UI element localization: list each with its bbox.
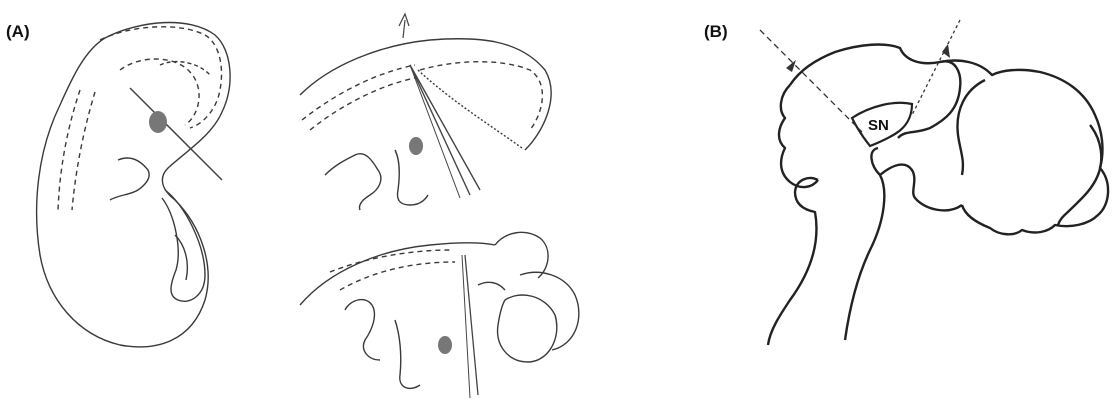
embryo-pharyngeal-arches: [110, 158, 149, 200]
electrode-line-section-bottom: [465, 255, 478, 395]
hindbrain-inner-fold: [957, 80, 985, 175]
sn-marker-section-bottom: [438, 336, 452, 354]
brain-section-top-cut-edge: [418, 70, 522, 148]
hindbrain-outline: [940, 61, 1108, 235]
brain-section-top-dashed-1: [302, 65, 415, 120]
brain-section-top-outline: [300, 39, 551, 150]
embryo-whole-drawing: [37, 23, 230, 347]
electrode-track-right: [912, 20, 960, 115]
brain-section-bottom-lobes: [478, 232, 579, 362]
electrode-line-section-top-b: [410, 65, 470, 195]
brain-section-bottom-dashed-2: [340, 262, 455, 290]
brain-section-bottom-drawing: [300, 232, 579, 388]
embryo-brain-dashed: [160, 62, 210, 75]
electrode-line-section-top-c: [410, 65, 460, 198]
embryo-outline: [37, 23, 230, 347]
electrode-track-left: [760, 30, 862, 132]
midbrain-bulge: [880, 165, 962, 211]
sn-region-label: SN: [868, 117, 889, 134]
brain-section-top-drawing: [300, 39, 551, 210]
brain-section-top-dashed-2: [310, 78, 415, 130]
brain-section-bottom-face: [345, 300, 420, 389]
hindbrain-right-fold: [1058, 125, 1101, 225]
brain-section-top-face: [325, 150, 428, 210]
embryo-neural-tube-dashed-inner: [58, 90, 80, 210]
embryo-limb-outline: [162, 190, 205, 301]
brain-section-bottom-outline: [300, 243, 495, 305]
electrode-line-section-bottom-b: [462, 255, 470, 398]
brainstem-left: [768, 178, 818, 345]
electrode-arrowhead-right: [942, 44, 950, 58]
embryo-neural-tube-dashed-2: [72, 92, 95, 210]
electrode-line-section-top: [410, 65, 480, 190]
brainstem-right: [845, 148, 884, 340]
sn-marker-section-top: [409, 137, 423, 155]
electrode-arrow-top: [399, 14, 409, 38]
sn-marker-embryo: [149, 111, 167, 133]
forebrain-lower-outline: [779, 85, 818, 187]
